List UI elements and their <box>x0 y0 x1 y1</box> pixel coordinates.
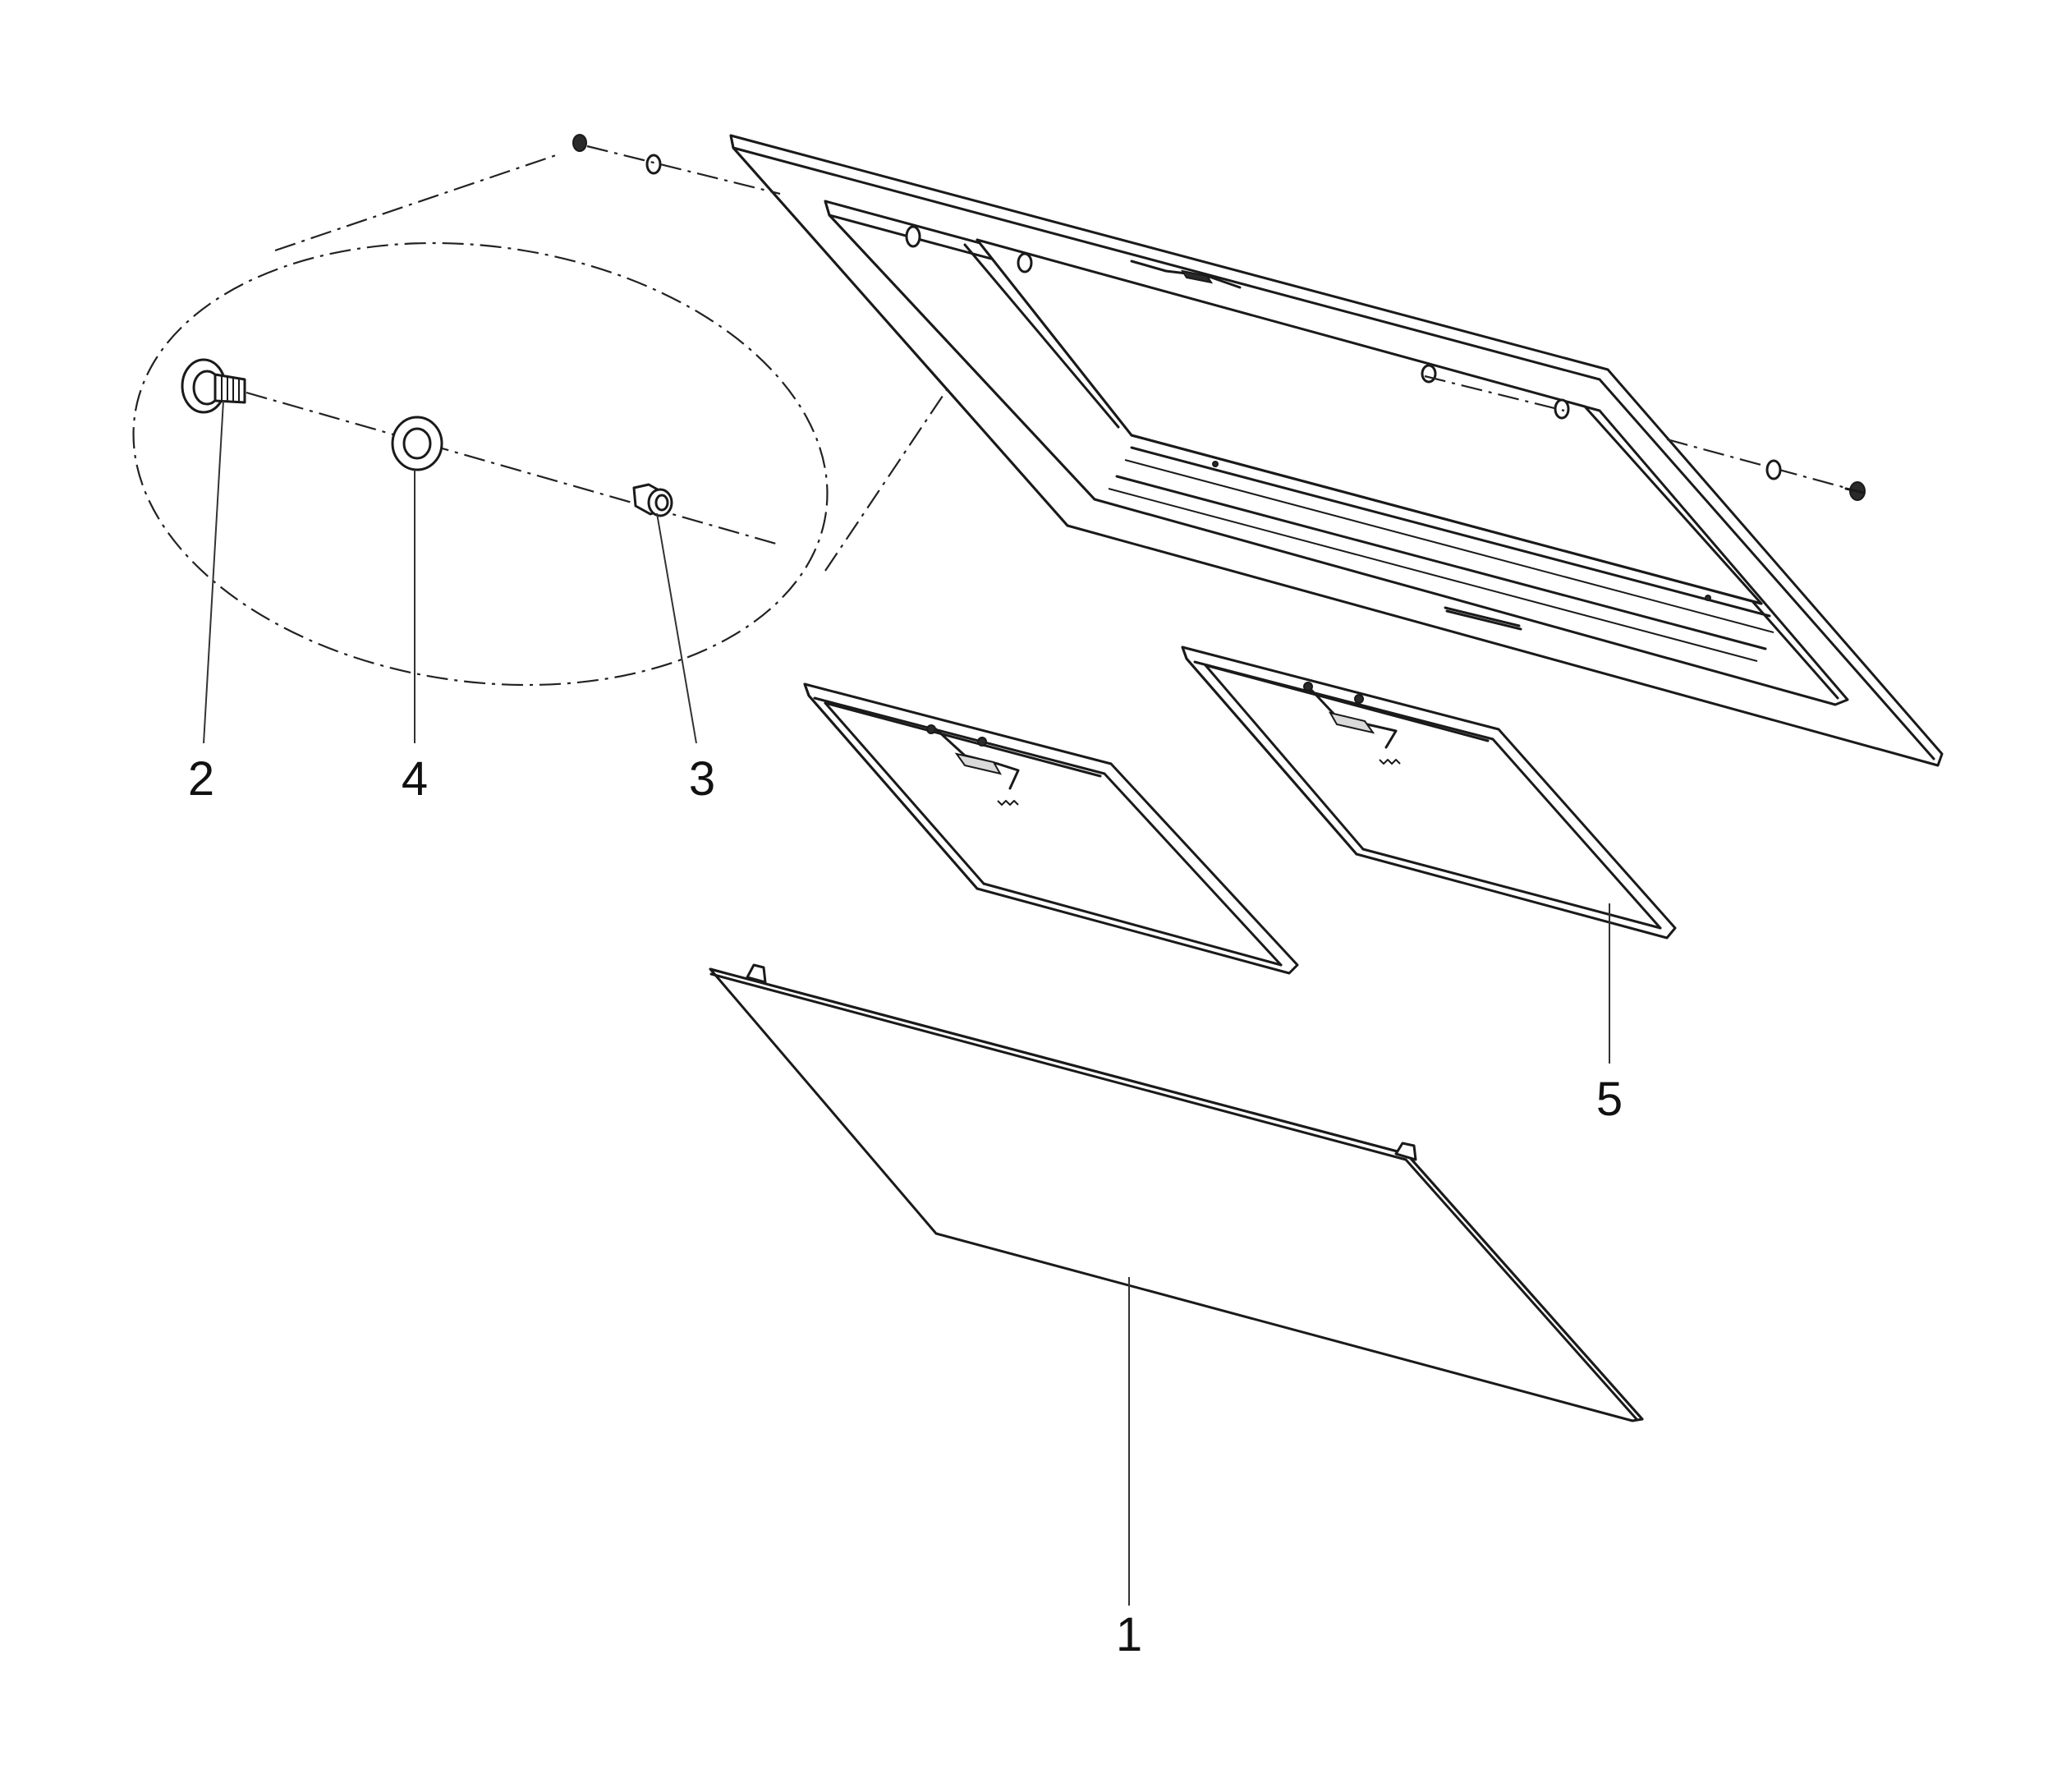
front-frame <box>572 134 1944 767</box>
hex-nut-part-3 <box>632 483 673 517</box>
callout-3: 3 <box>689 752 715 806</box>
leader-line-2 <box>203 400 224 744</box>
projection-line-top <box>274 153 559 252</box>
callout-2: 2 <box>188 752 214 806</box>
frame-screw-top-left <box>572 134 781 195</box>
threaded-stud-part-2 <box>181 358 246 414</box>
bottom-panel-part-1 <box>709 963 1644 1422</box>
frame-screw-right <box>1424 374 1866 501</box>
callout-1: 1 <box>1116 1608 1142 1661</box>
detail-view <box>132 153 1019 687</box>
projection-line-right <box>824 283 1019 572</box>
detail-axis <box>246 391 777 545</box>
detail-ellipse <box>132 241 829 687</box>
leader-line-3 <box>656 512 697 744</box>
callout-5: 5 <box>1596 1073 1623 1126</box>
callout-4: 4 <box>402 752 428 806</box>
filter-right-part-5 <box>1181 646 1677 940</box>
filter-left <box>803 682 1299 975</box>
washer-part-4 <box>391 416 443 471</box>
